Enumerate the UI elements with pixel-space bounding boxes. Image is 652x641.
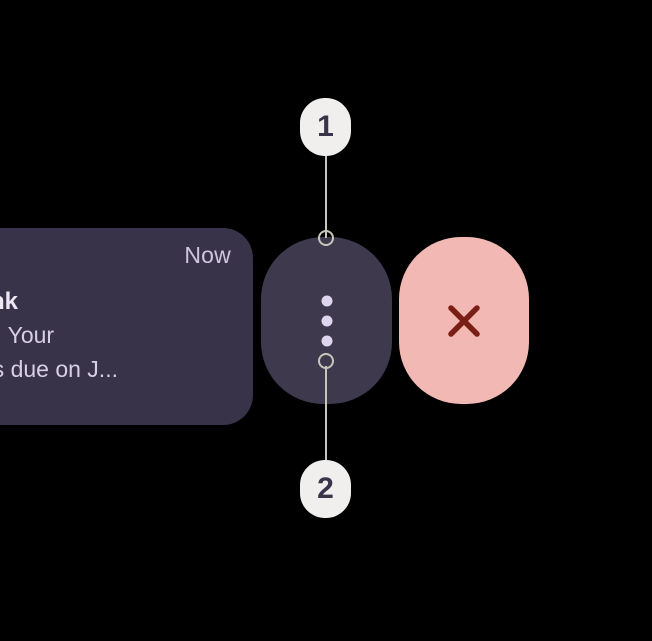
dismiss-button[interactable] [399, 237, 529, 404]
three-dots-vertical-icon [321, 295, 332, 346]
notification-message-line-2: nt is due on J... [0, 356, 118, 383]
notification-timestamp: Now [184, 242, 231, 268]
callout-leader-line-1 [325, 152, 327, 238]
callout-anchor-2 [318, 353, 334, 369]
dot-1 [321, 295, 332, 306]
notification-body: bank der: Your nt is due on J... [0, 288, 237, 386]
callout-marker-2[interactable]: 2 [300, 460, 351, 518]
dot-3 [321, 335, 332, 346]
close-x-icon [448, 304, 480, 337]
callout-marker-1[interactable]: 1 [300, 98, 351, 156]
dot-2 [321, 315, 332, 326]
notification-message-line-1: der: Your [0, 321, 55, 348]
notification-app-name: bank [0, 288, 19, 315]
notification-card[interactable]: Now bank der: Your nt is due on J... [0, 228, 253, 425]
callout-anchor-1 [318, 230, 334, 246]
callout-leader-line-2 [325, 366, 327, 464]
